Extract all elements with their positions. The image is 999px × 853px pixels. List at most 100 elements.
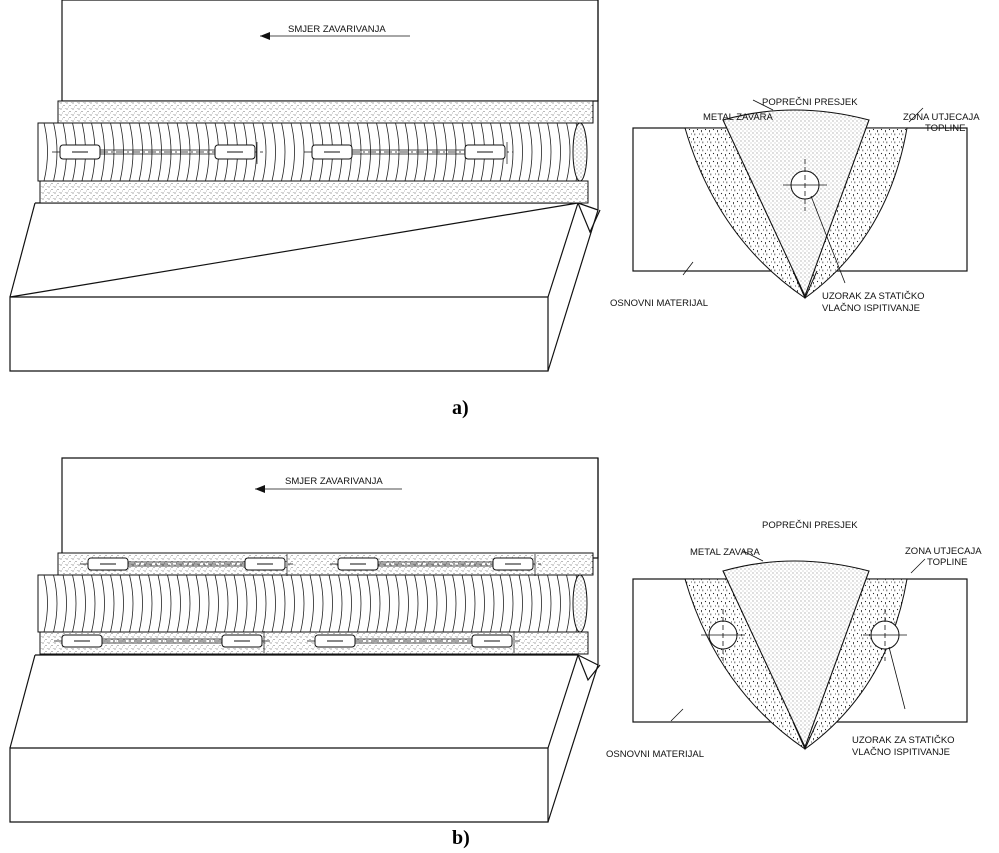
bead-ripple: [43, 122, 48, 182]
plate-front-face: [9, 747, 549, 823]
direction-arrow-head: [255, 485, 265, 493]
bead-ripple: [442, 574, 447, 633]
bead-ripple: [499, 574, 504, 633]
plate-right-face: [547, 0, 599, 372]
cross-section: [632, 550, 968, 751]
bead-ripple: [442, 122, 447, 182]
weld-metal-label: METAL ZAVARA: [690, 547, 761, 558]
weld-bead: [37, 122, 588, 182]
bead-ripple: [281, 574, 286, 633]
specimen-label-1: UZORAK ZA STATIČKO: [852, 735, 955, 746]
bead-ripple: [281, 122, 286, 182]
haz-label-2: TOPLINE: [927, 557, 967, 568]
panel-b: SMJER ZAVARIVANJA POPREČNI PRESJEK METAL…: [9, 457, 982, 849]
bead-ripple: [138, 574, 143, 633]
bead-ripple: [81, 574, 86, 633]
bead-ripple: [224, 574, 229, 633]
bead-ripple: [566, 122, 571, 182]
bead-ripple: [556, 122, 561, 182]
haz-label-1: ZONA UTJECAJA: [903, 112, 980, 123]
plate-right-groove: [577, 202, 601, 234]
bead-ripple: [309, 574, 314, 633]
plate-top-lower: [9, 202, 579, 298]
bead-ripple: [423, 574, 428, 633]
bead-ripple: [328, 574, 333, 633]
bead-ripple: [262, 122, 267, 182]
bead-ripple: [129, 574, 134, 633]
bead-ripple: [366, 574, 371, 633]
weld-metal: [722, 560, 870, 749]
bead-ripple: [490, 574, 495, 633]
leader-line: [908, 107, 924, 123]
weld-metal: [722, 109, 870, 298]
bead-ripple: [271, 122, 276, 182]
plate-top-face: [9, 202, 579, 298]
panel-a: SMJER ZAVARIVANJA POPREČNI PRESJEK METAL…: [9, 0, 980, 419]
haz-band-bottom: [39, 180, 589, 204]
bead-ripple: [62, 574, 67, 633]
bead-ripple: [176, 574, 181, 633]
bead-ripple: [157, 574, 162, 633]
bead-ripple: [385, 574, 390, 633]
bead-ripple: [376, 574, 381, 633]
bead-end: [572, 122, 588, 182]
bead-end: [572, 574, 588, 633]
bead-ripple: [528, 574, 533, 633]
bead-ripple: [566, 574, 571, 633]
plate-top-upper: [61, 0, 599, 102]
bead-ripple: [452, 574, 457, 633]
welding-direction-label: SMJER ZAVARIVANJA: [285, 476, 383, 487]
section-title: POPREČNI PRESJEK: [762, 97, 858, 108]
bead-ripple: [404, 122, 409, 182]
base-material-label: OSNOVNI MATERIJAL: [606, 749, 704, 760]
base-material-label: OSNOVNI MATERIJAL: [610, 298, 708, 309]
bead-ripple: [271, 574, 276, 633]
caption-a: a): [452, 397, 469, 419]
bead-ripple: [547, 574, 552, 633]
haz-label-2: TOPLINE: [925, 123, 965, 134]
bead-ripple: [319, 574, 324, 633]
specimen-label-2: VLAČNO ISPITIVANJE: [852, 747, 950, 758]
plate-right-face: [547, 458, 599, 823]
bead-ripple: [414, 574, 419, 633]
leader-line: [888, 646, 906, 710]
bead-ripple: [72, 574, 77, 633]
bead-ripple: [518, 574, 523, 633]
bead-ripple: [290, 574, 295, 633]
plate-front-face: [9, 296, 549, 372]
weld-metal-label: METAL ZAVARA: [703, 112, 774, 123]
section-title: POPREČNI PRESJEK: [762, 520, 858, 531]
bead-ripple: [243, 574, 248, 633]
specimen-label-2: VLAČNO ISPITIVANJE: [822, 303, 920, 314]
bead-ripple: [167, 574, 172, 633]
bead-ripple: [528, 122, 533, 182]
bead-ripple: [43, 574, 48, 633]
bead-ripple: [157, 122, 162, 182]
cross-section: [632, 99, 968, 300]
bead-ripple: [347, 574, 352, 633]
specimen-label-1: UZORAK ZA STATIČKO: [822, 291, 925, 302]
plate-right-groove: [577, 654, 601, 682]
bead-ripple: [461, 574, 466, 633]
bead-ripple: [148, 574, 153, 633]
bead-outline: [37, 574, 581, 633]
bead-ripple: [480, 574, 485, 633]
bead-ripple: [338, 574, 343, 633]
bead-ripple: [91, 574, 96, 633]
bead-ripple: [233, 574, 238, 633]
bead-ripple: [100, 574, 105, 633]
bead-ripple: [537, 574, 542, 633]
welding-direction-label: SMJER ZAVARIVANJA: [288, 24, 386, 35]
bead-ripple: [214, 574, 219, 633]
bead-ripple: [537, 122, 542, 182]
bead-ripple: [547, 122, 552, 182]
haz-specimens: [54, 554, 541, 653]
plate-top-face: [9, 654, 579, 749]
bead-ripple: [395, 122, 400, 182]
bead-ripple: [357, 122, 362, 182]
haz-label-1: ZONA UTJECAJA: [905, 546, 982, 557]
bead-ripple: [471, 574, 476, 633]
bead-ripple: [195, 574, 200, 633]
weld-root: [792, 721, 818, 751]
direction-arrow-head: [260, 32, 270, 40]
